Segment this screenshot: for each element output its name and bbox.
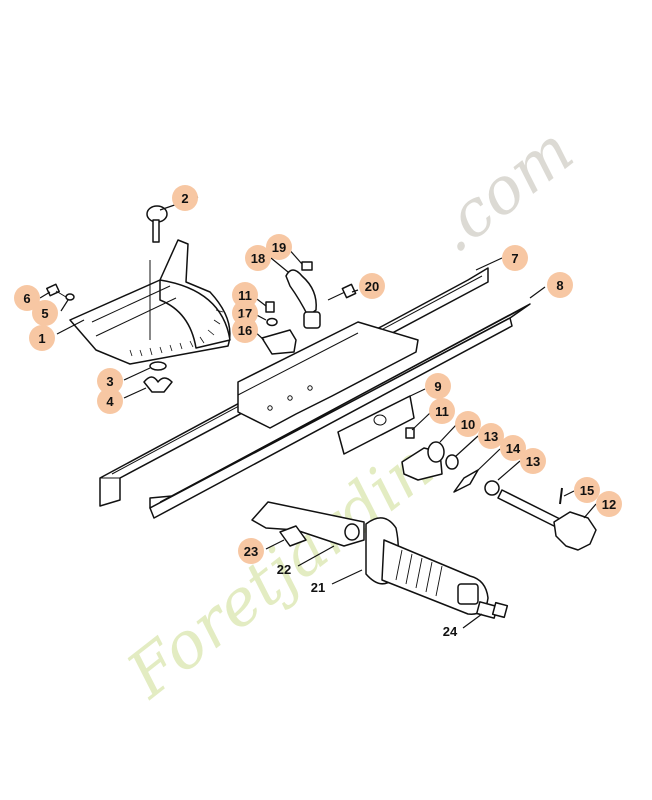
knob-12 <box>553 511 597 551</box>
callout-13-upper: 13 <box>478 423 504 449</box>
callout-6: 6 <box>14 285 40 311</box>
callout-8: 8 <box>547 272 573 298</box>
bracket-plate-9 <box>337 395 415 455</box>
callout-21-label: 21 <box>311 580 325 595</box>
wing-nut-4 <box>143 376 173 393</box>
callout-10-label: 10 <box>461 417 475 432</box>
knob-bolt-2 <box>146 205 168 243</box>
callout-5-label: 5 <box>41 306 48 321</box>
callout-11-upper-label: 11 <box>238 288 252 303</box>
callout-14-label: 14 <box>506 441 521 456</box>
callout-8-label: 8 <box>556 278 563 293</box>
callout-13-lower-label: 13 <box>526 454 540 469</box>
svg-text:.com: .com <box>419 114 587 268</box>
callout-11-upper: 11 <box>232 282 258 308</box>
callout-23-label: 23 <box>244 544 258 559</box>
callout-6-label: 6 <box>23 291 30 306</box>
callout-19-label: 19 <box>272 240 286 255</box>
spring-14 <box>453 469 479 493</box>
callout-3: 3 <box>97 368 123 394</box>
nut-13-lower <box>484 480 500 496</box>
callout-24-label: 24 <box>443 624 458 639</box>
callout-12: 12 <box>596 491 622 517</box>
block-10 <box>401 441 445 481</box>
bracket-22 <box>251 501 365 547</box>
miter-gauge-head-1 <box>69 239 231 365</box>
callout-9: 9 <box>425 373 451 399</box>
callout-12-label: 12 <box>602 497 616 512</box>
callout-17-label: 17 <box>238 306 252 321</box>
callout-2-label: 2 <box>181 191 188 206</box>
bolt-23 <box>279 525 307 547</box>
callout-20: 20 <box>359 273 385 299</box>
washer-3 <box>149 361 167 371</box>
callout-23: 23 <box>238 538 264 564</box>
screw-20 <box>327 283 357 301</box>
callout-10: 10 <box>455 411 481 437</box>
pin-15 <box>559 487 563 505</box>
callout-16-label: 16 <box>238 323 252 338</box>
callout-4-label: 4 <box>106 394 114 409</box>
bracket-16 <box>261 329 297 355</box>
callout-5: 5 <box>32 300 58 326</box>
screw-11-lower <box>405 427 415 439</box>
callout-7: 7 <box>502 245 528 271</box>
guide-bar-8 <box>149 303 531 519</box>
callout-9-label: 9 <box>434 379 441 394</box>
callout-3-label: 3 <box>106 374 113 389</box>
callout-22-label: 22 <box>277 562 291 577</box>
callout-18-label: 18 <box>251 251 265 266</box>
callout-19: 19 <box>266 234 292 260</box>
screw-19 <box>301 261 313 271</box>
clamp-18 <box>285 269 321 329</box>
callout-2: 2 <box>172 185 198 211</box>
handle-21 <box>365 517 489 615</box>
washer-5 <box>65 293 75 301</box>
callout-11-lower: 11 <box>429 398 455 424</box>
callout-14: 14 <box>500 435 526 461</box>
callout-11-lower-label: 11 <box>435 404 449 419</box>
washer-17 <box>266 317 278 327</box>
screw-11-upper <box>265 301 275 313</box>
threaded-rod <box>497 489 563 529</box>
screw-6 <box>46 283 67 298</box>
callout-15: 15 <box>574 477 600 503</box>
bolt-24 <box>476 601 509 619</box>
nut-13-upper <box>445 454 459 470</box>
slide-plate <box>237 321 419 429</box>
callout-1-label: 1 <box>38 331 45 346</box>
callout-20-label: 20 <box>365 279 379 294</box>
callout-18: 18 <box>245 245 271 271</box>
callout-16: 16 <box>232 317 258 343</box>
callout-15-label: 15 <box>580 483 594 498</box>
callout-7-label: 7 <box>511 251 518 266</box>
callout-13-upper-label: 13 <box>484 429 498 444</box>
callout-1: 1 <box>29 325 55 351</box>
callout-4: 4 <box>97 388 123 414</box>
callout-13-lower: 13 <box>520 448 546 474</box>
